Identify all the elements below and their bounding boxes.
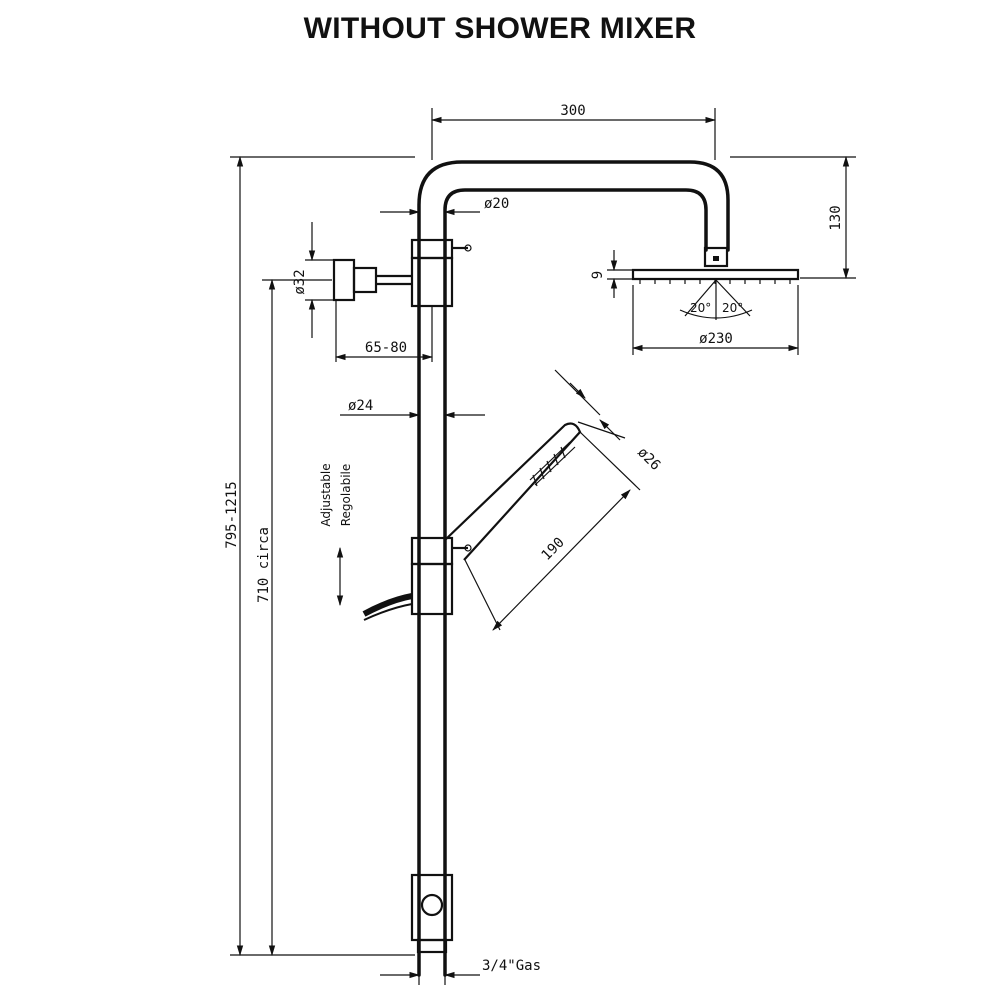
bottom-outlet — [410, 873, 454, 954]
dim-wall-offset — [334, 300, 434, 362]
adjustable-label: Adjustable — [319, 463, 333, 526]
wall-bracket — [332, 258, 412, 302]
dim-arm-drop — [730, 155, 856, 280]
dim-connection — [380, 955, 480, 985]
overhead-shower-head — [631, 268, 800, 284]
slide-collar — [410, 536, 472, 616]
dim-overall-height-label: 795-1215 — [224, 481, 240, 548]
dim-bracket-height-label: 710 circa — [256, 527, 272, 603]
adjustable-it-label: Regolabile — [339, 464, 353, 527]
dim-overall-height — [230, 155, 415, 957]
shower-hose — [362, 593, 413, 621]
dim-head-thickness — [607, 250, 633, 298]
dim-handshower-length — [464, 431, 641, 631]
dim-pipe-top-diameter-label: ø20 — [484, 196, 509, 212]
diagram-title: WITHOUT SHOWER MIXER — [303, 12, 697, 45]
hand-shower — [444, 422, 582, 561]
dim-arm-length-label: 300 — [560, 103, 585, 119]
angle-right-label: 20° — [722, 301, 743, 315]
dim-head-diameter — [631, 285, 800, 355]
dim-handshower-diameter — [554, 369, 626, 441]
dim-arm-length — [430, 108, 717, 160]
dim-connection-label: 3/4"Gas — [482, 958, 541, 974]
angle-left-label: 20° — [690, 301, 711, 315]
dim-wall-offset-label: 65-80 — [365, 340, 407, 356]
dim-handshower-diameter-label: ø26 — [634, 445, 663, 474]
dim-head-diameter-label: ø230 — [699, 331, 733, 347]
dim-bracket-diameter-label: ø32 — [292, 269, 308, 294]
dim-handshower-length-label: 190 — [539, 535, 568, 564]
dim-pipe-top-diameter — [380, 204, 480, 220]
dim-pipe-diameter-label: ø24 — [348, 398, 373, 414]
dim-bracket-diameter — [305, 222, 334, 338]
spray-angle-indicator — [679, 279, 753, 320]
head-connector — [703, 246, 729, 268]
dim-arm-drop-label: 130 — [828, 205, 844, 230]
riser-pipe — [417, 160, 730, 977]
dim-bracket-height — [262, 278, 332, 957]
top-collar — [410, 238, 472, 308]
dim-head-thickness-label: 9 — [590, 271, 606, 279]
